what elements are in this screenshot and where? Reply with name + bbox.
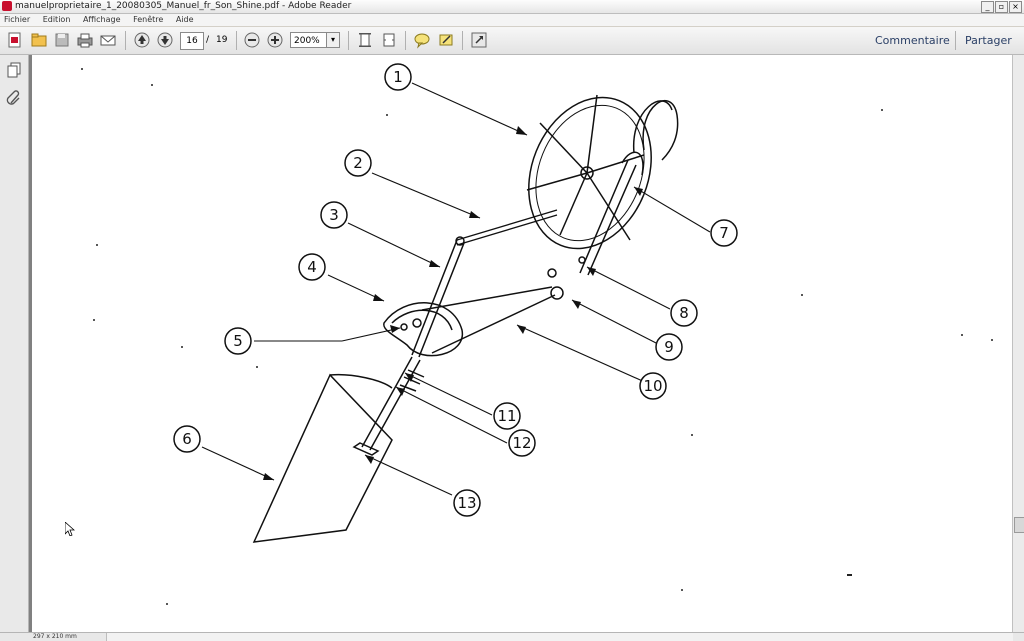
callout-7: 7 bbox=[710, 219, 738, 247]
callout-11: 11 bbox=[493, 402, 521, 430]
fit-page-icon[interactable] bbox=[356, 31, 374, 49]
toolbar-separator bbox=[462, 31, 463, 50]
wheel-rim bbox=[528, 96, 652, 250]
create-pdf-icon[interactable] bbox=[6, 31, 24, 49]
callout-label: 8 bbox=[679, 304, 689, 322]
window-controls: _ ▫ × bbox=[981, 1, 1022, 13]
page-total: 19 bbox=[216, 35, 228, 45]
callout-label: 10 bbox=[643, 377, 662, 395]
callout-label: 13 bbox=[457, 494, 476, 512]
open-file-icon[interactable] bbox=[30, 31, 48, 49]
callout-label: 5 bbox=[233, 332, 243, 350]
callout-1: 1 bbox=[384, 63, 412, 91]
callout-9: 9 bbox=[655, 333, 683, 361]
callout-label: 6 bbox=[182, 430, 192, 448]
menu-fenetre[interactable]: Fenêtre bbox=[133, 15, 164, 24]
menu-affichage[interactable]: Affichage bbox=[82, 15, 121, 24]
mouse-cursor-icon bbox=[65, 522, 75, 536]
page-size-label: 297 x 210 mm bbox=[33, 633, 77, 640]
share-button[interactable]: Partager bbox=[965, 34, 1012, 47]
print-icon[interactable] bbox=[76, 31, 94, 49]
menu-fichier[interactable]: Fichier bbox=[4, 15, 31, 24]
toolbar-separator bbox=[236, 31, 237, 50]
toolbar: 16 / 19 200% ▾ Commentaire Partager bbox=[0, 27, 1024, 55]
next-page-icon[interactable] bbox=[156, 31, 174, 49]
toolbar-separator bbox=[125, 31, 126, 50]
save-icon[interactable] bbox=[53, 31, 71, 49]
menu-bar: Fichier Edition Affichage Fenêtre Aide bbox=[0, 14, 1024, 26]
zoom-in-icon[interactable] bbox=[266, 31, 284, 49]
callout-label: 1 bbox=[393, 68, 403, 86]
page-separator: / bbox=[206, 35, 210, 45]
horizontal-scrollbar[interactable] bbox=[106, 633, 1013, 641]
callout-label: 4 bbox=[307, 258, 317, 276]
page-number-input[interactable]: 16 bbox=[180, 32, 204, 50]
title-bar: manuelproprietaire_1_20080305_Manuel_fr_… bbox=[0, 0, 1024, 14]
callout-label: 7 bbox=[719, 224, 729, 242]
highlight-pen-icon[interactable] bbox=[437, 31, 455, 49]
restore-button[interactable]: ▫ bbox=[995, 1, 1008, 13]
callout-13: 13 bbox=[453, 489, 481, 517]
vertical-scrollbar[interactable] bbox=[1012, 55, 1024, 632]
attachments-paperclip-icon[interactable] bbox=[5, 89, 23, 107]
comment-button[interactable]: Commentaire bbox=[875, 34, 950, 47]
previous-page-icon[interactable] bbox=[133, 31, 151, 49]
callout-4: 4 bbox=[298, 253, 326, 281]
scrollbar-thumb[interactable] bbox=[1014, 517, 1024, 533]
menu-edition[interactable]: Edition bbox=[42, 15, 71, 24]
fullscreen-expand-icon[interactable] bbox=[470, 31, 488, 49]
navigation-panel bbox=[0, 55, 29, 632]
zoom-dropdown-chevron-down-icon[interactable]: ▾ bbox=[326, 32, 340, 48]
wheel-hub bbox=[580, 166, 594, 180]
status-bar: 297 x 210 mm bbox=[0, 632, 1024, 641]
email-icon[interactable] bbox=[99, 31, 117, 49]
callout-8: 8 bbox=[670, 299, 698, 327]
callout-12: 12 bbox=[508, 429, 536, 457]
toolbar-separator bbox=[955, 31, 956, 50]
callout-label: 3 bbox=[329, 206, 339, 224]
callout-label: 9 bbox=[664, 338, 674, 356]
callout-10: 10 bbox=[639, 372, 667, 400]
callout-6: 6 bbox=[173, 425, 201, 453]
comment-bubble-icon[interactable] bbox=[413, 31, 431, 49]
pages-icon[interactable] bbox=[5, 61, 23, 79]
window-title: manuelproprietaire_1_20080305_Manuel_fr_… bbox=[15, 1, 352, 11]
zoom-out-icon[interactable] bbox=[243, 31, 261, 49]
fit-width-icon[interactable] bbox=[380, 31, 398, 49]
wheel-rim-inner bbox=[535, 104, 645, 242]
callout-label: 11 bbox=[497, 407, 516, 425]
toolbar-separator bbox=[348, 31, 349, 50]
close-button[interactable]: × bbox=[1009, 1, 1022, 13]
minimize-button[interactable]: _ bbox=[981, 1, 994, 13]
callout-label: 12 bbox=[512, 434, 531, 452]
menu-aide[interactable]: Aide bbox=[175, 15, 194, 24]
toolbar-separator bbox=[405, 31, 406, 50]
callout-3: 3 bbox=[320, 201, 348, 229]
callout-label: 2 bbox=[353, 154, 363, 172]
adobe-reader-icon bbox=[2, 1, 12, 11]
callout-5: 5 bbox=[224, 327, 252, 355]
callout-2: 2 bbox=[344, 149, 372, 177]
